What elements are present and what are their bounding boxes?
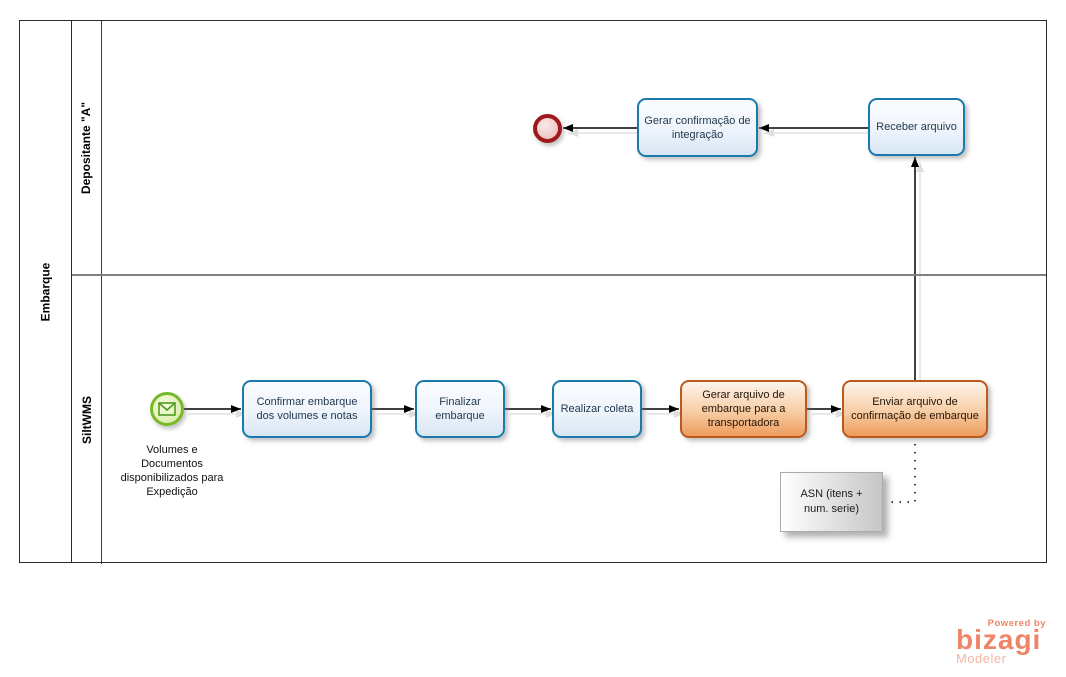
task-gerar-confirmacao-integracao[interactable]: Gerar confirmação de integração <box>637 98 758 157</box>
bizagi-wordmark: bizagi <box>956 624 1042 655</box>
lane-label-column: Depositante "A" SiltWMS <box>72 21 102 564</box>
lane-divider <box>72 274 1046 276</box>
end-event[interactable] <box>533 114 562 143</box>
task-label: Gerar arquivo de embarque para a transpo… <box>701 389 786 429</box>
start-event-label: Volumes e Documentos disponibilizados pa… <box>120 444 224 498</box>
annotation-asn[interactable]: ASN (itens + num. serie) <box>780 472 883 532</box>
pool-header: Embarque <box>20 21 72 562</box>
lane-depositante-a: Depositante "A" <box>72 21 102 275</box>
task-label: Confirmar embarque dos volumes e notas <box>256 396 358 422</box>
annotation-label: ASN (itens + num. serie) <box>800 488 863 515</box>
task-realizar-coleta[interactable]: Realizar coleta <box>552 380 642 438</box>
task-confirmar-embarque[interactable]: Confirmar embarque dos volumes e notas <box>242 380 372 438</box>
modeler-text: Modeler <box>956 651 1007 666</box>
task-label: Gerar confirmação de integração <box>644 114 751 141</box>
pool-label: Embarque <box>38 262 53 321</box>
task-label: Enviar arquivo de confirmação de embarqu… <box>851 396 979 422</box>
pool-embarque: Embarque Depositante "A" SiltWMS <box>19 20 1047 564</box>
task-label: Realizar coleta <box>560 403 634 415</box>
task-finalizar-embarque[interactable]: Finalizar embarque <box>415 380 505 438</box>
lane-depositante-a-label: Depositante "A" <box>79 101 94 195</box>
lane-siltwms: SiltWMS <box>72 275 102 564</box>
task-label: Finalizar embarque <box>435 396 485 422</box>
task-gerar-arquivo-embarque[interactable]: Gerar arquivo de embarque para a transpo… <box>680 380 807 438</box>
message-icon <box>158 402 176 416</box>
task-label: Receber arquivo <box>876 121 957 133</box>
lane-siltwms-label: SiltWMS <box>79 395 94 444</box>
bizagi-logo: Powered by bizagi Modeler <box>956 618 1052 666</box>
start-event-message[interactable] <box>150 392 184 426</box>
task-receber-arquivo[interactable]: Receber arquivo <box>868 98 965 156</box>
task-enviar-arquivo-confirmacao[interactable]: Enviar arquivo de confirmação de embarqu… <box>842 380 988 438</box>
powered-by-text: Powered by <box>987 618 1046 629</box>
